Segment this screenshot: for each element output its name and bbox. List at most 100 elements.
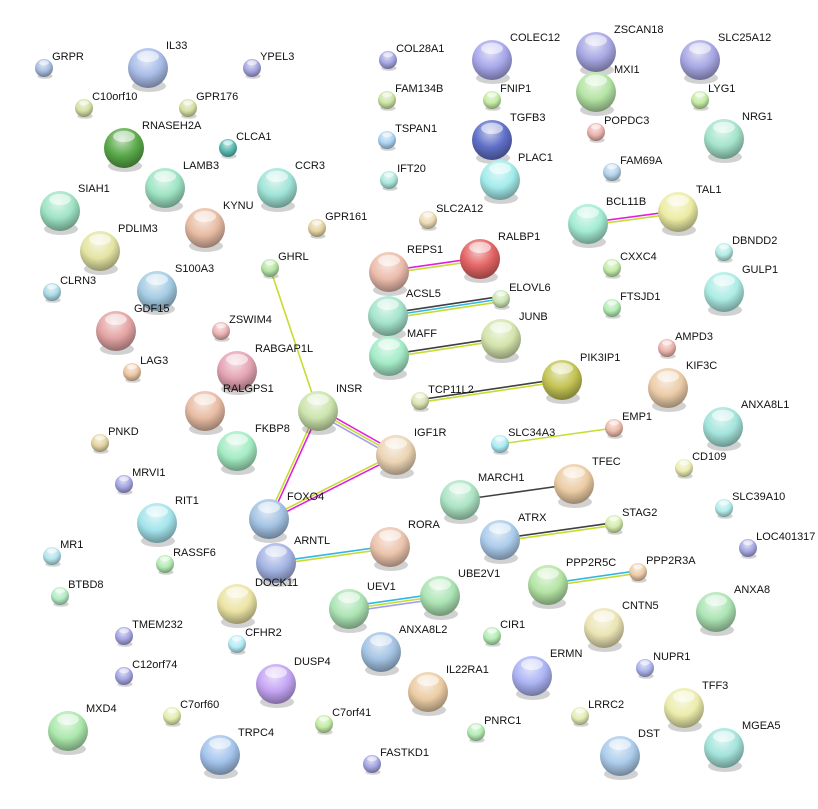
node-ermn[interactable]: ERMN bbox=[512, 648, 582, 700]
node-fnip1[interactable]: FNIP1 bbox=[483, 83, 531, 111]
node-lrrc2[interactable]: LRRC2 bbox=[571, 699, 624, 727]
node-loc401317[interactable]: LOC401317 bbox=[739, 531, 815, 559]
node-pnkd[interactable]: PNKD bbox=[91, 426, 139, 454]
node-fam134b[interactable]: FAM134B bbox=[378, 83, 443, 111]
node-kif3c[interactable]: KIF3C bbox=[648, 360, 717, 412]
node-dusp4[interactable]: DUSP4 bbox=[256, 656, 331, 708]
node-ccr3[interactable]: CCR3 bbox=[257, 160, 325, 212]
node-tgfb3[interactable]: TGFB3 bbox=[472, 112, 545, 164]
node-btbd8[interactable]: BTBD8 bbox=[51, 579, 104, 607]
node-stag2[interactable]: STAG2 bbox=[605, 507, 657, 535]
node-anxa8[interactable]: ANXA8 bbox=[696, 584, 770, 636]
node-arntl[interactable]: ARNTL bbox=[256, 535, 330, 587]
node-tfec[interactable]: TFEC bbox=[554, 456, 621, 508]
node-ralbp1[interactable]: RALBP1 bbox=[460, 231, 540, 283]
node-c10orf10[interactable]: C10orf10 bbox=[75, 91, 137, 119]
node-kynu[interactable]: KYNU bbox=[185, 200, 254, 252]
node-slc34a3[interactable]: SLC34A3 bbox=[491, 427, 555, 455]
node-mxi1[interactable]: MXI1 bbox=[576, 64, 640, 116]
node-fam69a[interactable]: FAM69A bbox=[603, 155, 663, 183]
node-gpr176[interactable]: GPR176 bbox=[179, 91, 238, 119]
node-zswim4[interactable]: ZSWIM4 bbox=[212, 314, 272, 342]
node-popdc3[interactable]: POPDC3 bbox=[587, 115, 649, 143]
node-il22ra1[interactable]: IL22RA1 bbox=[408, 664, 489, 716]
node-acsl5[interactable]: ACSL5 bbox=[368, 288, 441, 340]
node-uev1[interactable]: UEV1 bbox=[329, 581, 396, 633]
node-dbndd2[interactable]: DBNDD2 bbox=[715, 235, 777, 263]
node-rassf6[interactable]: RASSF6 bbox=[156, 547, 216, 575]
node-ralgps1[interactable]: RALGPS1 bbox=[185, 383, 274, 435]
node-ypel3[interactable]: YPEL3 bbox=[243, 51, 294, 79]
node-c7orf60[interactable]: C7orf60 bbox=[163, 699, 219, 727]
node-cfhr2[interactable]: CFHR2 bbox=[228, 627, 282, 655]
node-dock11[interactable]: DOCK11 bbox=[217, 577, 298, 628]
node-rnaseh2a[interactable]: RNASEH2A bbox=[104, 120, 202, 172]
node-tmem232[interactable]: TMEM232 bbox=[115, 619, 183, 647]
node-mgea5[interactable]: MGEA5 bbox=[704, 720, 781, 772]
node-siah1[interactable]: SIAH1 bbox=[40, 183, 110, 235]
node-emp1[interactable]: EMP1 bbox=[605, 411, 652, 439]
node-cir1[interactable]: CIR1 bbox=[483, 619, 525, 647]
node-clrn3[interactable]: CLRN3 bbox=[43, 275, 96, 303]
node-gdf15[interactable]: GDF15 bbox=[96, 303, 169, 355]
node-anxa8l1[interactable]: ANXA8L1 bbox=[703, 399, 789, 451]
node-mr1[interactable]: MR1 bbox=[43, 539, 83, 567]
node-clca1[interactable]: CLCA1 bbox=[219, 131, 272, 159]
node-ampd3[interactable]: AMPD3 bbox=[658, 331, 713, 359]
node-ift20[interactable]: IFT20 bbox=[380, 163, 426, 191]
node-slc25a12[interactable]: SLC25A12 bbox=[680, 32, 771, 84]
node-junb[interactable]: JUNB bbox=[481, 311, 548, 363]
node-pnrc1[interactable]: PNRC1 bbox=[467, 715, 521, 743]
node-plac1[interactable]: PLAC1 bbox=[480, 152, 553, 204]
node-slc39a10[interactable]: SLC39A10 bbox=[715, 491, 785, 519]
node-ube2v1[interactable]: UBE2V1 bbox=[420, 568, 500, 620]
node-rabgap1l[interactable]: RABGAP1L bbox=[217, 343, 313, 395]
edge-slc34a3-emp1[interactable] bbox=[499, 427, 615, 445]
node-fkbp8[interactable]: FKBP8 bbox=[217, 423, 290, 475]
node-pik3ip1[interactable]: PIK3IP1 bbox=[542, 352, 620, 404]
node-ftsjd1[interactable]: FTSJD1 bbox=[603, 291, 660, 319]
node-trpc4[interactable]: TRPC4 bbox=[200, 727, 274, 779]
node-cntn5[interactable]: CNTN5 bbox=[584, 600, 659, 652]
node-cd109[interactable]: CD109 bbox=[675, 451, 726, 479]
node-slc2a12[interactable]: SLC2A12 bbox=[419, 203, 483, 231]
node-atrx[interactable]: ATRX bbox=[480, 512, 547, 564]
node-ppp2r3a[interactable]: PPP2R3A bbox=[629, 555, 696, 583]
node-march1[interactable]: MARCH1 bbox=[440, 472, 524, 524]
node-tff3[interactable]: TFF3 bbox=[664, 680, 728, 732]
node-pdlim3[interactable]: PDLIM3 bbox=[80, 223, 158, 275]
edge-tcp11l2-pik3ip1[interactable] bbox=[419, 377, 563, 404]
node-dst[interactable]: DST bbox=[600, 728, 660, 780]
node-reps1[interactable]: REPS1 bbox=[369, 244, 443, 296]
node-nrg1[interactable]: NRG1 bbox=[704, 111, 773, 163]
node-nupr1[interactable]: NUPR1 bbox=[636, 651, 690, 679]
node-tal1[interactable]: TAL1 bbox=[658, 184, 721, 236]
node-elovl6[interactable]: ELOVL6 bbox=[492, 282, 551, 310]
node-c12orf74[interactable]: C12orf74 bbox=[115, 659, 177, 687]
node-gpr161[interactable]: GPR161 bbox=[308, 211, 367, 239]
node-s100a3[interactable]: S100A3 bbox=[137, 263, 214, 315]
node-bcl11b[interactable]: BCL11B bbox=[568, 196, 646, 248]
edge-ghrl-insr[interactable] bbox=[269, 267, 319, 412]
node-mrvi1[interactable]: MRVI1 bbox=[115, 467, 166, 495]
node-col28a1[interactable]: COL28A1 bbox=[379, 43, 444, 71]
node-zscan18[interactable]: ZSCAN18 bbox=[576, 24, 664, 76]
node-lamb3[interactable]: LAMB3 bbox=[145, 160, 219, 212]
node-tspan1[interactable]: TSPAN1 bbox=[378, 123, 437, 151]
node-rora[interactable]: RORA bbox=[370, 519, 440, 571]
node-fastkd1[interactable]: FASTKD1 bbox=[363, 747, 429, 775]
edge-igf1r-foxo4[interactable] bbox=[268, 453, 397, 521]
node-ghrl[interactable]: GHRL bbox=[261, 251, 309, 279]
node-mxd4[interactable]: MXD4 bbox=[48, 703, 117, 755]
node-rit1[interactable]: RIT1 bbox=[137, 495, 199, 547]
node-maff[interactable]: MAFF bbox=[369, 328, 437, 380]
node-igf1r[interactable]: IGF1R bbox=[376, 427, 446, 479]
node-colec12[interactable]: COLEC12 bbox=[472, 32, 560, 84]
node-lyg1[interactable]: LYG1 bbox=[691, 83, 735, 111]
node-lag3[interactable]: LAG3 bbox=[123, 355, 168, 383]
node-cxxc4[interactable]: CXXC4 bbox=[603, 251, 657, 279]
node-grpr[interactable]: GRPR bbox=[35, 51, 84, 79]
node-insr[interactable]: INSR bbox=[298, 383, 362, 435]
node-il33[interactable]: IL33 bbox=[128, 40, 187, 92]
node-anxa8l2[interactable]: ANXA8L2 bbox=[361, 624, 447, 676]
